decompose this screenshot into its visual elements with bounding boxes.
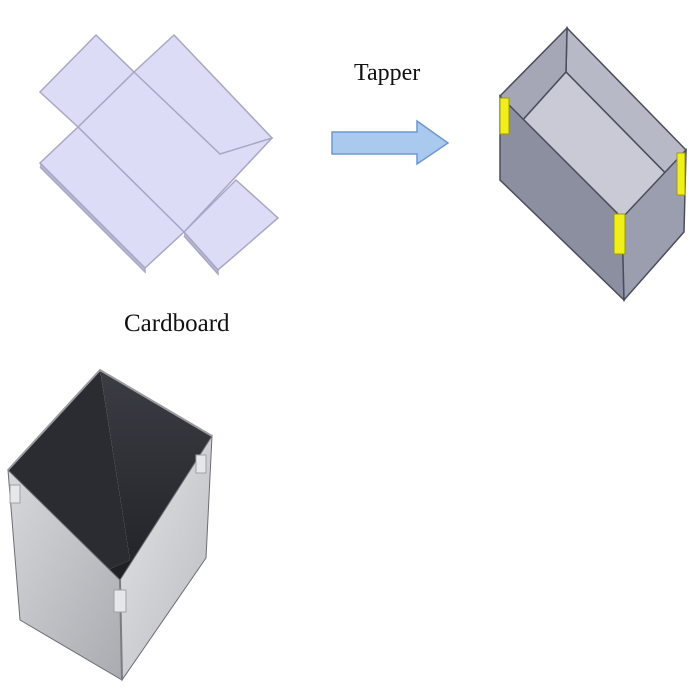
photo-tape-mark [195, 454, 207, 474]
tape-strip [499, 97, 510, 135]
cardboard-box-photo-icon [7, 368, 213, 682]
photo-tape-mark [113, 589, 127, 613]
flat-cross-net-icon [38, 33, 280, 276]
net-thickness-edge [39, 162, 146, 274]
net-flap-top-right [132, 33, 274, 155]
tape-strip [613, 213, 626, 255]
right-arrow-icon [331, 119, 450, 166]
tape-strip [676, 152, 686, 196]
taped-box-render-icon [499, 26, 687, 302]
box-side-wall [621, 148, 687, 302]
cardboard-label: Cardboard [124, 310, 230, 337]
net-thickness-edge [183, 231, 219, 276]
photo-rim [7, 368, 213, 471]
photo-tape-mark [9, 484, 21, 504]
tapper-label: Tapper [354, 60, 421, 86]
